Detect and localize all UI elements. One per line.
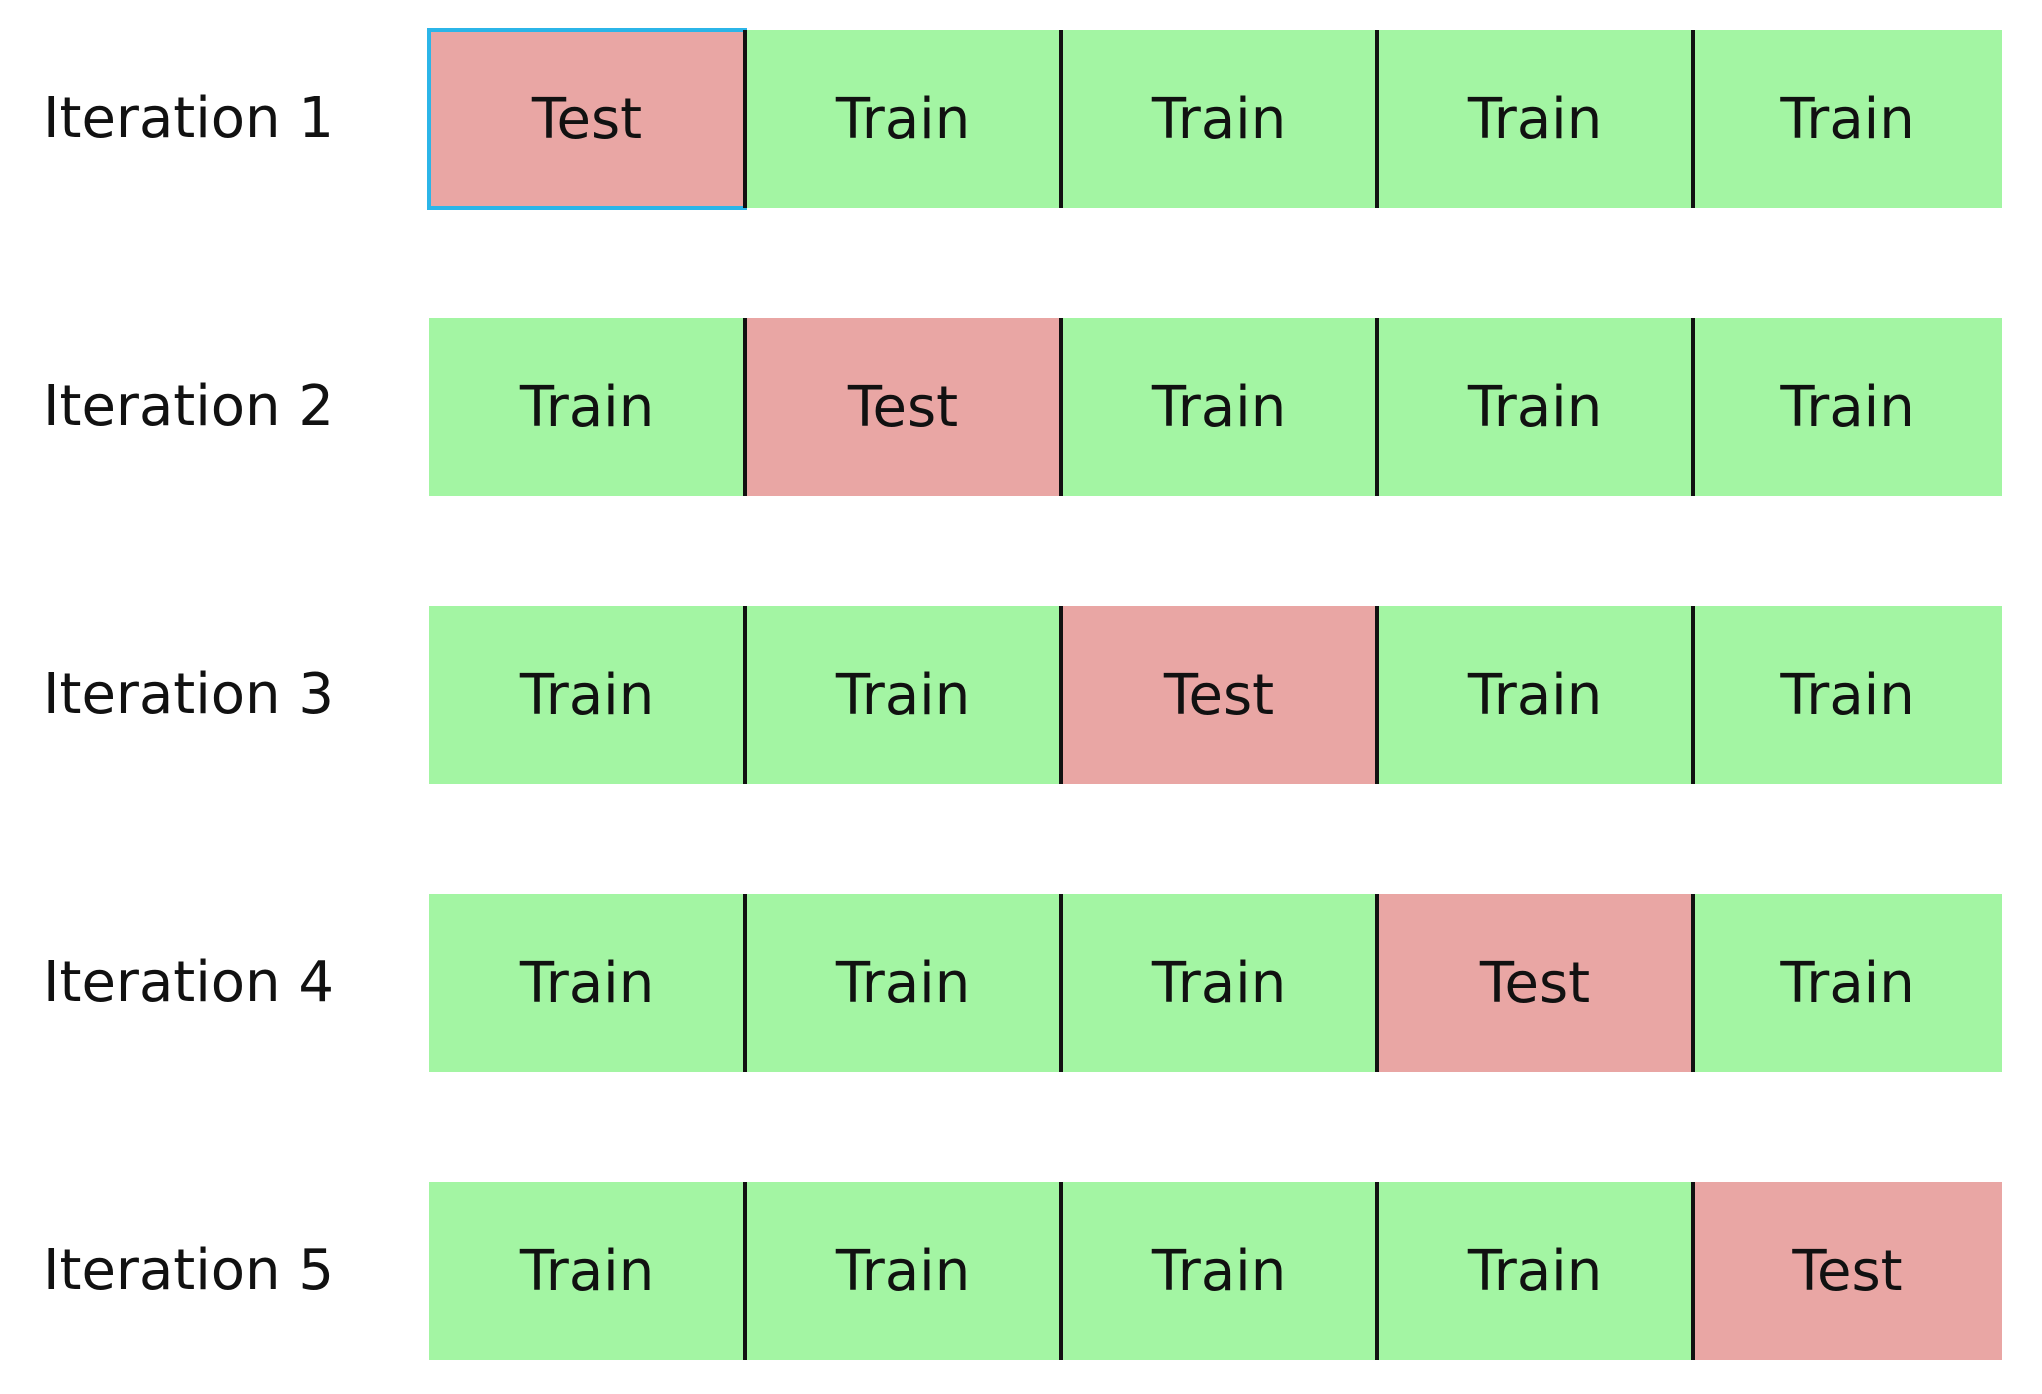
iteration-label: Iteration 4 — [43, 950, 334, 1015]
fold-divider — [1375, 30, 1379, 208]
test-fold: Test — [1693, 1182, 2002, 1360]
fold-divider — [1059, 894, 1063, 1072]
test-fold: Test — [745, 318, 1061, 496]
fold-divider — [1691, 1182, 1695, 1360]
train-fold: Train — [1377, 318, 1693, 496]
fold-divider — [743, 318, 747, 496]
iteration-label: Iteration 1 — [43, 86, 334, 151]
train-fold: Train — [1693, 606, 2002, 784]
test-fold: Test — [1377, 894, 1693, 1072]
iteration-label: Iteration 3 — [43, 662, 334, 727]
train-fold: Train — [429, 894, 745, 1072]
train-fold: Train — [1377, 30, 1693, 208]
test-fold: Test — [1061, 606, 1377, 784]
fold-divider — [1691, 606, 1695, 784]
train-fold: Train — [745, 606, 1061, 784]
train-fold: Train — [1061, 30, 1377, 208]
fold-divider — [743, 606, 747, 784]
train-fold: Train — [429, 318, 745, 496]
iteration-label: Iteration 2 — [43, 374, 334, 439]
fold-divider — [1375, 1182, 1379, 1360]
train-fold: Train — [1377, 606, 1693, 784]
fold-divider — [743, 1182, 747, 1360]
train-fold: Train — [1693, 318, 2002, 496]
fold-divider — [1059, 30, 1063, 208]
train-fold: Train — [1377, 1182, 1693, 1360]
train-fold: Train — [1693, 894, 2002, 1072]
test-fold: Test — [427, 28, 747, 210]
fold-divider — [1375, 894, 1379, 1072]
fold-divider — [1691, 318, 1695, 496]
train-fold: Train — [1061, 1182, 1377, 1360]
fold-divider — [1375, 606, 1379, 784]
train-fold: Train — [1061, 894, 1377, 1072]
train-fold: Train — [1693, 30, 2002, 208]
train-fold: Train — [745, 1182, 1061, 1360]
fold-divider — [1059, 1182, 1063, 1360]
train-fold: Train — [745, 894, 1061, 1072]
fold-divider — [1059, 606, 1063, 784]
fold-divider — [743, 30, 747, 208]
train-fold: Train — [429, 1182, 745, 1360]
fold-divider — [1691, 894, 1695, 1072]
train-fold: Train — [745, 30, 1061, 208]
fold-divider — [1059, 318, 1063, 496]
fold-divider — [1691, 30, 1695, 208]
iteration-label: Iteration 5 — [43, 1238, 334, 1303]
fold-divider — [743, 894, 747, 1072]
train-fold: Train — [1061, 318, 1377, 496]
fold-divider — [1375, 318, 1379, 496]
train-fold: Train — [429, 606, 745, 784]
